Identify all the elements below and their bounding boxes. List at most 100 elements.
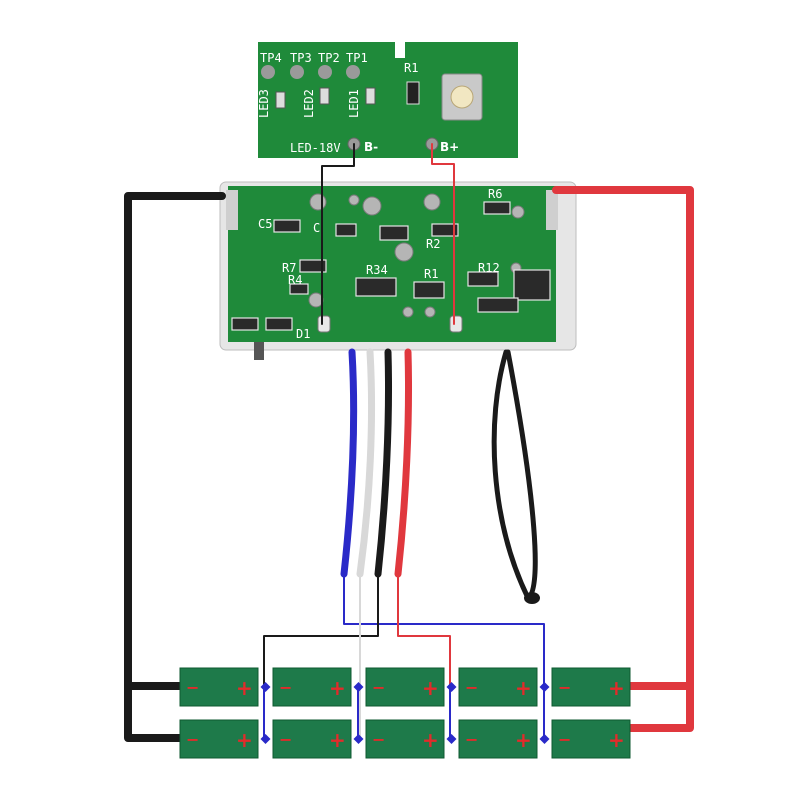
cell-plus-sign: + xyxy=(422,728,439,752)
balance-wire-white xyxy=(356,348,376,578)
indicator-board: TP4 TP3 TP2 TP1 LED3 LED2 LED1 R1 LED-18… xyxy=(257,42,518,158)
r1-main-label: R1 xyxy=(424,267,438,281)
balance-wire-black xyxy=(374,348,392,578)
battery-cell: −+ xyxy=(365,667,445,707)
balance-wire-red xyxy=(394,348,412,578)
junction-dots xyxy=(260,682,550,744)
battery-cell: −+ xyxy=(458,667,538,707)
d1-label: D1 xyxy=(296,327,310,341)
cell-body xyxy=(179,719,259,759)
cell-body xyxy=(551,719,631,759)
cell-plus-sign: + xyxy=(329,676,346,700)
r6-label: R6 xyxy=(488,187,502,201)
junction-dot xyxy=(539,682,550,692)
indicator-positive-link xyxy=(431,143,455,325)
battery-cell: −+ xyxy=(458,719,538,759)
cell-plus-sign: + xyxy=(515,676,532,700)
battery-cell: −+ xyxy=(272,667,352,707)
cell-plus-sign: + xyxy=(608,728,625,752)
smd-components xyxy=(231,201,551,331)
right-terminal-tab xyxy=(546,190,558,230)
cell-body xyxy=(365,667,445,707)
battery-cell: −+ xyxy=(365,719,445,759)
cell-plus-sign: + xyxy=(422,676,439,700)
cell-minus-sign: − xyxy=(372,730,385,749)
tp4-label: TP4 xyxy=(260,51,282,65)
c-label: C xyxy=(313,221,320,235)
cell-body xyxy=(272,667,352,707)
tp3-label: TP3 xyxy=(290,51,312,65)
junction-dot xyxy=(260,734,271,744)
thermistor-wire xyxy=(491,349,538,601)
b-minus-label: B- xyxy=(364,140,378,154)
route-black xyxy=(263,573,379,687)
led1-label: LED1 xyxy=(347,89,361,118)
r1-label: R1 xyxy=(404,61,418,75)
thermistor-bead xyxy=(524,592,540,604)
cell-body xyxy=(365,719,445,759)
indicator-negative-link xyxy=(321,143,355,325)
r34-label: R34 xyxy=(366,263,388,277)
balance-wire-blue xyxy=(340,348,358,578)
left-terminal-tab xyxy=(226,190,238,230)
cell-minus-sign: − xyxy=(558,730,571,749)
cell-body xyxy=(458,719,538,759)
test-point-pads xyxy=(261,65,360,79)
c5-label: C5 xyxy=(258,217,272,231)
cell-plus-sign: + xyxy=(236,728,253,752)
led2-label: LED2 xyxy=(302,89,316,118)
main-b-minus-pad xyxy=(317,315,331,333)
led3-label: LED3 xyxy=(257,89,271,118)
cell-minus-sign: − xyxy=(558,678,571,697)
cell-minus-sign: − xyxy=(279,730,292,749)
cell-minus-sign: − xyxy=(279,678,292,697)
cell-body xyxy=(272,719,352,759)
cell-pack: −+−+−+−+−+−+−+−+−+−+ xyxy=(179,667,631,759)
battery-cell: −+ xyxy=(551,667,631,707)
main-b-plus-pad xyxy=(449,315,463,333)
cell-minus-sign: − xyxy=(465,730,478,749)
main-board: C5 C R6 R7 R34 R4 R1 R12 R2 D1 xyxy=(219,181,577,360)
junction-dot xyxy=(260,682,271,692)
r12-label: R12 xyxy=(478,261,500,275)
cell-plus-sign: + xyxy=(329,728,346,752)
junction-dot xyxy=(353,734,364,744)
test-point-labels: TP4 TP3 TP2 TP1 xyxy=(260,51,368,65)
cell-body xyxy=(551,667,631,707)
cell-minus-sign: − xyxy=(186,678,199,697)
cell-minus-sign: − xyxy=(186,730,199,749)
cell-minus-sign: − xyxy=(372,678,385,697)
cell-plus-sign: + xyxy=(515,728,532,752)
cell-plus-sign: + xyxy=(608,676,625,700)
cell-interconnects xyxy=(263,685,545,739)
junction-dot xyxy=(353,682,364,692)
b-plus-label: B+ xyxy=(440,140,459,154)
led-components xyxy=(275,87,376,109)
main-negative-wire xyxy=(124,192,226,742)
r7-label: R7 xyxy=(282,261,296,275)
battery-cell: −+ xyxy=(179,719,259,759)
board-label: LED-18V xyxy=(290,141,341,155)
cell-body xyxy=(458,667,538,707)
r2-label: R2 xyxy=(426,237,440,251)
cell-minus-sign: − xyxy=(465,678,478,697)
junction-dot xyxy=(446,682,457,692)
test-push-button xyxy=(441,73,483,121)
wires xyxy=(124,143,694,742)
tp1-label: TP1 xyxy=(346,51,368,65)
junction-dot xyxy=(539,734,550,744)
battery-cell: −+ xyxy=(272,719,352,759)
battery-cell: −+ xyxy=(551,719,631,759)
bottom-lug xyxy=(254,342,264,360)
junction-dot xyxy=(446,734,457,744)
battery-cell: −+ xyxy=(179,667,259,707)
r4-label: R4 xyxy=(288,273,302,287)
tp2-label: TP2 xyxy=(318,51,340,65)
cell-body xyxy=(179,667,259,707)
main-positive-wire xyxy=(552,186,694,732)
route-blue xyxy=(343,573,545,739)
cell-plus-sign: + xyxy=(236,676,253,700)
route-red xyxy=(397,573,451,687)
r1-resistor xyxy=(406,81,420,105)
